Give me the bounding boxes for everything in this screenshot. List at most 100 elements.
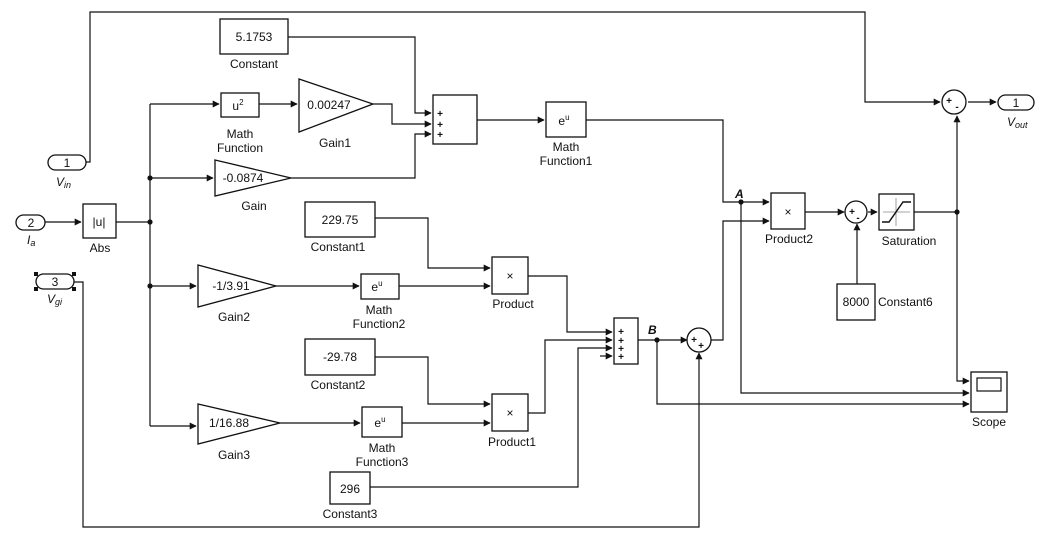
abs-block-label: Abs — [90, 241, 111, 255]
round-sum-block[interactable]: + + — [686, 327, 712, 353]
gain3-block[interactable]: 1/16.88 Gain3 — [197, 403, 281, 462]
product1-text: × — [506, 406, 513, 420]
math-function1-block[interactable]: eu Math Function1 — [540, 101, 593, 168]
abs-block[interactable]: |u| Abs — [82, 203, 117, 255]
saturation-label: Saturation — [882, 234, 937, 248]
wire-a-to-scope[interactable] — [740, 202, 970, 397]
gain-block[interactable]: -0.0874 Gain — [214, 159, 292, 213]
junction-dot — [147, 175, 153, 181]
round-sum2-sign-1: + — [849, 207, 855, 218]
gain2-block[interactable]: -1/3.91 Gain2 — [197, 264, 279, 324]
constant3-label: Constant3 — [323, 507, 378, 521]
constant1-label: Constant1 — [311, 240, 366, 254]
round-sum-constant6-block[interactable]: + - — [844, 200, 868, 224]
gain2-label: Gain2 — [218, 310, 250, 324]
wire-constant1-to-product[interactable] — [375, 217, 491, 272]
product2-block[interactable]: × Product2 — [765, 192, 813, 246]
outport-vout[interactable]: 1 Vout — [997, 94, 1035, 130]
inport-ia-number: 2 — [28, 216, 35, 230]
wire-product1-to-sumb[interactable] — [528, 336, 613, 414]
math-function2-label-2: Function2 — [353, 317, 406, 331]
sum-block[interactable]: + + + — [432, 94, 478, 145]
wire-product-to-sumb[interactable] — [528, 275, 613, 336]
math-function3-label-1: Math — [369, 441, 396, 455]
junction-dot — [147, 283, 153, 289]
math-function2-block[interactable]: eu Math Function2 — [353, 273, 406, 331]
wire-constant-to-sum[interactable] — [288, 36, 432, 117]
product2-text: × — [784, 205, 791, 219]
wire-mf1-to-product2[interactable] — [586, 119, 770, 206]
inport-vin[interactable]: 1 Vin — [47, 154, 87, 190]
inport-ia[interactable]: 2 Ia — [15, 214, 46, 248]
constant3-value: 296 — [340, 482, 360, 496]
saturation-block[interactable]: Saturation — [878, 193, 937, 248]
gain-label: Gain — [241, 199, 266, 213]
constant1-block[interactable]: 229.75 Constant1 — [304, 201, 376, 254]
constant2-label: Constant2 — [311, 378, 366, 392]
junction-dot — [738, 199, 744, 205]
product1-block[interactable]: × Product1 — [488, 393, 536, 449]
gain3-label: Gain3 — [218, 448, 250, 462]
inport-vin-number: 1 — [64, 156, 71, 170]
inport-ia-label: Ia — [27, 233, 35, 248]
selection-handle — [72, 287, 76, 291]
inport-vg-label: Vgi — [47, 292, 63, 307]
inport-vg[interactable]: 3 Vgi — [34, 272, 76, 307]
constant-block[interactable]: 5.1753 Constant — [219, 18, 289, 71]
sum-b-sign-3: + — [618, 344, 624, 355]
math-function-text: u2 — [232, 98, 244, 113]
constant6-block[interactable]: 8000 Constant6 — [836, 283, 933, 321]
wire-roundsum-to-product2[interactable] — [711, 217, 770, 341]
wire-gain1-to-sum[interactable] — [373, 103, 432, 128]
constant3-block[interactable]: 296 Constant3 — [323, 471, 378, 521]
constant6-label: Constant6 — [878, 295, 933, 309]
wire-vg-to-roundsum[interactable] — [74, 281, 703, 528]
math-function2-text: eu — [371, 279, 382, 294]
selection-handle — [72, 272, 76, 276]
math-function2-label-1: Math — [366, 303, 393, 317]
constant1-value: 229.75 — [322, 213, 359, 227]
sum-sign-3: + — [437, 130, 443, 141]
wire-constant2-to-product1[interactable] — [375, 356, 491, 408]
constant-label: Constant — [230, 57, 279, 71]
junction-dot — [147, 219, 153, 225]
inport-vin-label: Vin — [56, 175, 71, 190]
product-block[interactable]: × Product — [491, 256, 534, 311]
math-function3-label-2: Function3 — [356, 455, 409, 469]
wire-vin-to-sum[interactable] — [86, 11, 941, 163]
gain-value: -0.0874 — [223, 171, 264, 185]
signal-lines — [45, 11, 997, 528]
math-function3-text: eu — [374, 415, 385, 430]
output-sum-sign-2: - — [955, 102, 958, 113]
gain2-value: -1/3.91 — [212, 279, 250, 293]
output-sum-sign-1: + — [946, 96, 952, 107]
junction-dot — [654, 337, 660, 343]
wire-gain-to-sum[interactable] — [291, 130, 432, 179]
sum-b-sign-1: + — [618, 327, 624, 338]
product-text: × — [506, 269, 513, 283]
wire-saturation-to-scope[interactable] — [956, 212, 970, 385]
math-function1-text: eu — [558, 113, 569, 128]
wire-b-to-scope[interactable] — [656, 340, 970, 408]
output-sum-block[interactable]: + - — [941, 89, 967, 115]
selection-handle — [34, 272, 38, 276]
constant6-value: 8000 — [843, 295, 870, 309]
sum-sign-1: + — [437, 109, 443, 120]
math-function-block[interactable]: u2 Math Function — [217, 92, 263, 155]
gain3-value: 1/16.88 — [209, 416, 249, 430]
scope-label: Scope — [972, 415, 1006, 429]
math-function1-label-2: Function1 — [540, 154, 593, 168]
math-function-label-2: Function — [217, 141, 263, 155]
gain1-block[interactable]: 0.00247 Gain1 — [298, 78, 375, 150]
gain1-value: 0.00247 — [307, 98, 351, 112]
math-function3-block[interactable]: eu Math Function3 — [356, 406, 409, 469]
sum-b-sign-2: + — [618, 336, 624, 347]
sum-b-block[interactable]: + + + + — [613, 317, 639, 365]
outport-vout-label: Vout — [1007, 115, 1028, 130]
round-sum2-sign-2: - — [856, 213, 859, 224]
scope-block[interactable]: Scope — [970, 371, 1008, 429]
constant2-block[interactable]: -29.78 Constant2 — [304, 338, 376, 392]
wire-constant3-to-sumb[interactable] — [370, 344, 613, 488]
node-label-b: B — [648, 323, 657, 337]
